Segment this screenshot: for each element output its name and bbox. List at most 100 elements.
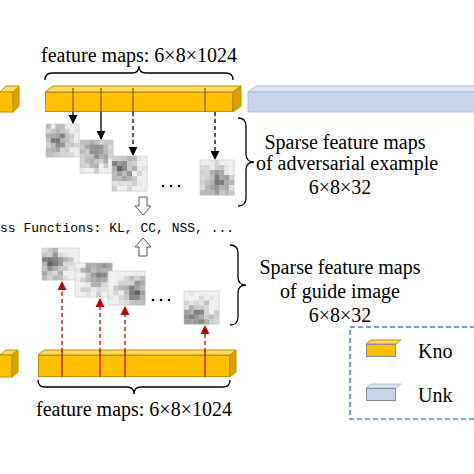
tile-pixel xyxy=(63,275,69,280)
tile-pixel xyxy=(42,257,48,262)
tile-pixel xyxy=(132,156,137,161)
loss-function-label: ss Functions: KL, CC, NSS, ... xyxy=(0,219,234,239)
tile-pixel xyxy=(104,145,109,150)
tile-pixel xyxy=(46,138,51,143)
tile-pixel xyxy=(214,296,219,301)
tile-pixel xyxy=(101,278,107,283)
tile-pixel xyxy=(113,295,119,300)
tile-pixel xyxy=(75,268,81,273)
tile-pixel xyxy=(80,159,85,164)
tile-pixel xyxy=(112,186,117,191)
tile-pixel xyxy=(55,148,60,153)
tile-pixel xyxy=(224,185,229,190)
tile-pixel xyxy=(229,190,234,195)
tile-pixel xyxy=(65,129,70,134)
tile-pixel xyxy=(140,290,146,295)
tile-pixel xyxy=(70,148,75,153)
blue-bar-top-face xyxy=(248,86,474,92)
tile-pixel xyxy=(58,248,64,253)
tile-pixel xyxy=(122,156,127,161)
dashed-arrow xyxy=(132,112,133,155)
tile-pixel xyxy=(108,276,114,281)
tile-pixel xyxy=(75,287,81,292)
tile-pixel xyxy=(58,266,64,271)
divider xyxy=(72,88,73,112)
tile-pixel xyxy=(94,140,99,145)
tile-pixel xyxy=(101,268,107,273)
tile-pixel xyxy=(112,161,117,166)
tile-pixel xyxy=(91,273,97,278)
tile-pixel xyxy=(215,165,220,170)
partial-block xyxy=(0,92,13,112)
legend-frame xyxy=(350,327,474,419)
tile-pixel xyxy=(119,281,125,286)
tile-pixel xyxy=(96,278,102,283)
tile-pixel xyxy=(122,181,127,186)
tile-pixel xyxy=(119,276,125,281)
tile-pixel xyxy=(122,166,127,171)
tile-pixel xyxy=(85,145,90,150)
tile-pixel xyxy=(60,148,65,153)
tile-pixel xyxy=(51,152,56,157)
tile-pixel xyxy=(42,248,48,253)
tile-pixel xyxy=(127,161,132,166)
tile-pixel xyxy=(101,287,107,292)
tile-pixel xyxy=(74,257,80,262)
tile-pixel xyxy=(194,319,199,324)
tile-pixel xyxy=(101,263,107,268)
tile-pixel xyxy=(91,292,97,297)
tile-pixel xyxy=(142,156,147,161)
tile-pixel xyxy=(117,176,122,181)
tile-pixel xyxy=(63,262,69,267)
tile-pixel xyxy=(47,262,53,267)
tile-pixel xyxy=(70,143,75,148)
tile-pixel xyxy=(127,171,132,176)
tile-pixel xyxy=(210,175,215,180)
tile-pixel xyxy=(112,176,117,181)
tile-pixel xyxy=(85,168,90,173)
tile-pixel xyxy=(199,291,204,296)
tile-pixel xyxy=(134,281,140,286)
tile-pixel xyxy=(63,257,69,262)
tile-pixel xyxy=(134,271,140,276)
tile-pixel xyxy=(210,170,215,175)
tile-pixel xyxy=(117,186,122,191)
tile-pixel xyxy=(137,171,142,176)
tile-pixel xyxy=(51,133,56,138)
tile-pixel xyxy=(134,300,140,305)
tile-pixel xyxy=(117,171,122,176)
tile-pixel xyxy=(215,180,220,185)
tile-pixel xyxy=(134,290,140,295)
bar-side-face xyxy=(230,350,236,377)
tile-pixel xyxy=(74,143,79,148)
tile-pixel xyxy=(86,273,92,278)
tile-pixel xyxy=(108,149,113,154)
tile-pixel xyxy=(219,160,224,165)
tile-pixel xyxy=(86,292,92,297)
tile-pixel xyxy=(184,310,189,315)
tile-pixel xyxy=(119,290,125,295)
tile-pixel xyxy=(129,276,135,281)
tile-pixel xyxy=(70,124,75,129)
tile-pixel xyxy=(91,287,97,292)
tile-pixel xyxy=(80,263,86,268)
sparse-feature-map xyxy=(112,156,147,191)
tile-pixel xyxy=(89,145,94,150)
tile-pixel xyxy=(99,140,104,145)
tile-pixel xyxy=(205,160,210,165)
tile-pixel xyxy=(210,160,215,165)
tile-pixel xyxy=(210,185,215,190)
tile-pixel xyxy=(53,253,59,258)
tile-pixel xyxy=(194,296,199,301)
tile-pixel xyxy=(129,286,135,291)
tile-pixel xyxy=(60,133,65,138)
tile-pixel xyxy=(101,292,107,297)
tile-pixel xyxy=(137,186,142,191)
tile-pixel xyxy=(204,291,209,296)
tile-pixel xyxy=(205,180,210,185)
tile-pixel xyxy=(80,273,86,278)
dot xyxy=(162,185,165,188)
tile-pixel xyxy=(194,315,199,320)
